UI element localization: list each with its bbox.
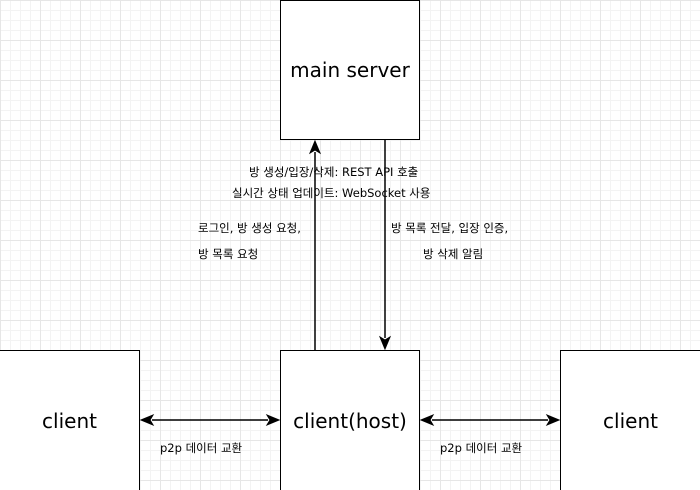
- p2p-left-label: p2p 데이터 교환: [160, 441, 243, 455]
- arrowhead-left-end: [265, 413, 281, 427]
- server-note-websocket: 실시간 상태 업데이트: WebSocket 사용: [232, 186, 431, 200]
- client-host-label: client(host): [293, 408, 407, 433]
- client-host-box[interactable]: client(host): [280, 350, 420, 490]
- request-label-line2: 방 목록 요청: [198, 247, 259, 261]
- main-server-box[interactable]: main server: [280, 0, 420, 140]
- response-label-line2: 방 삭제 알림: [423, 247, 484, 261]
- response-label-line1: 방 목록 전달, 입장 인증,: [391, 221, 509, 235]
- client-left-box[interactable]: client: [0, 350, 140, 490]
- arrowhead-right-end: [545, 413, 561, 427]
- client-left-label: client: [42, 408, 97, 433]
- client-right-box[interactable]: client: [560, 350, 700, 490]
- main-server-label: main server: [290, 58, 410, 82]
- arrowhead-left-start: [139, 413, 155, 427]
- arrowhead-down: [378, 335, 392, 351]
- arrowhead-right-start: [419, 413, 435, 427]
- request-label-line1: 로그인, 방 생성 요청,: [198, 221, 301, 235]
- server-note-rest: 방 생성/입장/삭제: REST API 호출: [249, 165, 419, 179]
- arrowhead-up: [308, 139, 322, 155]
- p2p-right-label: p2p 데이터 교환: [440, 441, 523, 455]
- client-right-label: client: [603, 408, 658, 433]
